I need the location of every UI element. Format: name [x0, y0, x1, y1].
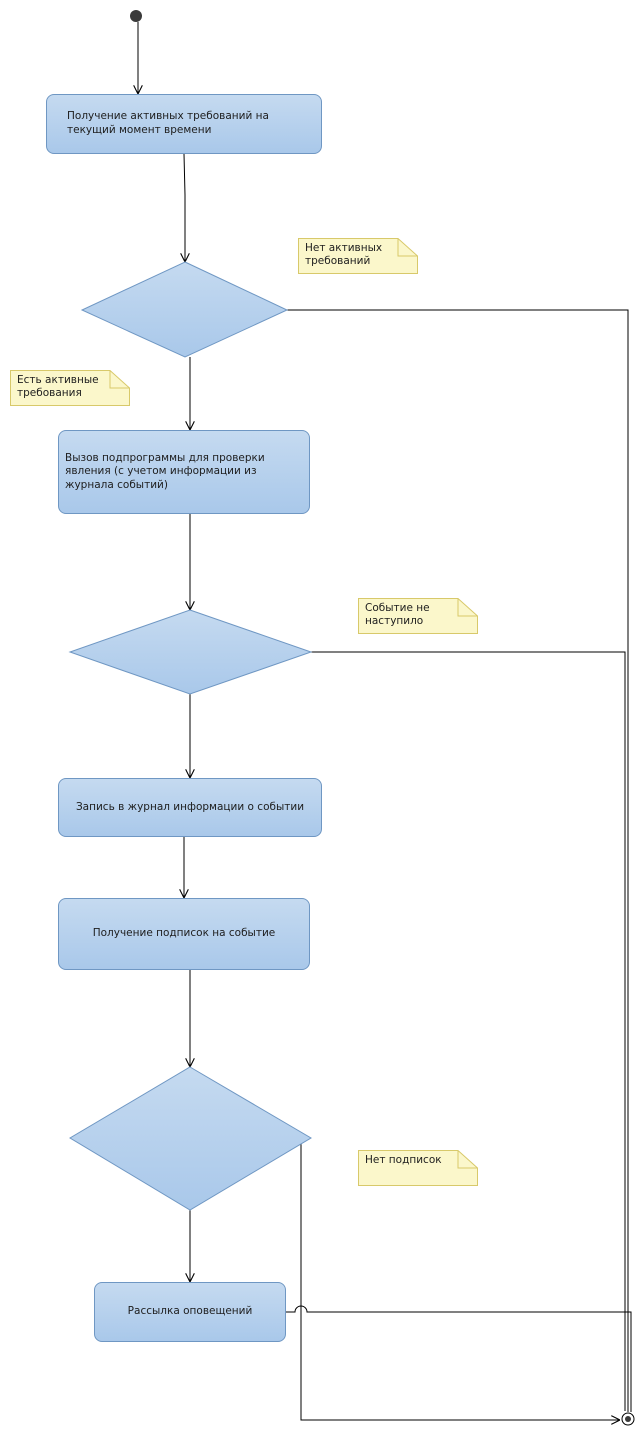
action-get-subscriptions[interactable]: Получение подписок на событие: [58, 898, 310, 970]
note-event-not-occurred[interactable]: Событие не наступило: [358, 598, 478, 634]
edge-event-not-occurred-to-final: [311, 651, 626, 1411]
note-has-active-requirements[interactable]: Есть активные требования: [10, 370, 130, 406]
action-label: Вызов подпрограммы для проверки явления …: [65, 451, 265, 491]
note-shape: [358, 1150, 478, 1186]
note-text: Есть активные требования: [17, 374, 99, 400]
note-no-subscriptions[interactable]: Нет подписок: [358, 1150, 478, 1186]
note-text: Нет активных требований: [305, 242, 383, 268]
decision-event-occurred[interactable]: [68, 609, 313, 695]
final-node-inner: [625, 1416, 631, 1422]
note-shape: [358, 598, 478, 634]
edge-no-requirements-to-final: [287, 309, 629, 1412]
decision-has-subscriptions[interactable]: [69, 1066, 312, 1211]
note-shape: [10, 370, 130, 406]
edge-no-subscriptions-to-final: [300, 1142, 620, 1420]
action-log-event[interactable]: Запись в журнал информации о событии: [58, 778, 322, 837]
action-check-phenomenon[interactable]: Вызов подпрограммы для проверки явления …: [58, 430, 310, 514]
note-text: Нет подписок: [365, 1154, 442, 1166]
action-label: Получение подписок на событие: [92, 927, 276, 940]
note-shape: [298, 238, 418, 274]
edge-send-to-final: [286, 1305, 632, 1412]
action-label: Рассылка оповещений: [127, 1305, 253, 1318]
decision-active-requirements[interactable]: [80, 261, 289, 358]
action-label: Получение активных требований на текущий…: [67, 110, 269, 136]
edge-get-requirements-to-decision-1: [184, 153, 185, 262]
initial-node[interactable]: [130, 10, 142, 22]
action-send-notifications[interactable]: Рассылка оповещений: [94, 1282, 286, 1342]
note-text: Событие не наступило: [365, 602, 430, 628]
action-get-active-requirements[interactable]: Получение активных требований на текущий…: [46, 94, 322, 154]
action-label: Запись в журнал информации о событии: [75, 800, 305, 813]
note-no-active-requirements[interactable]: Нет активных требований: [298, 238, 418, 274]
